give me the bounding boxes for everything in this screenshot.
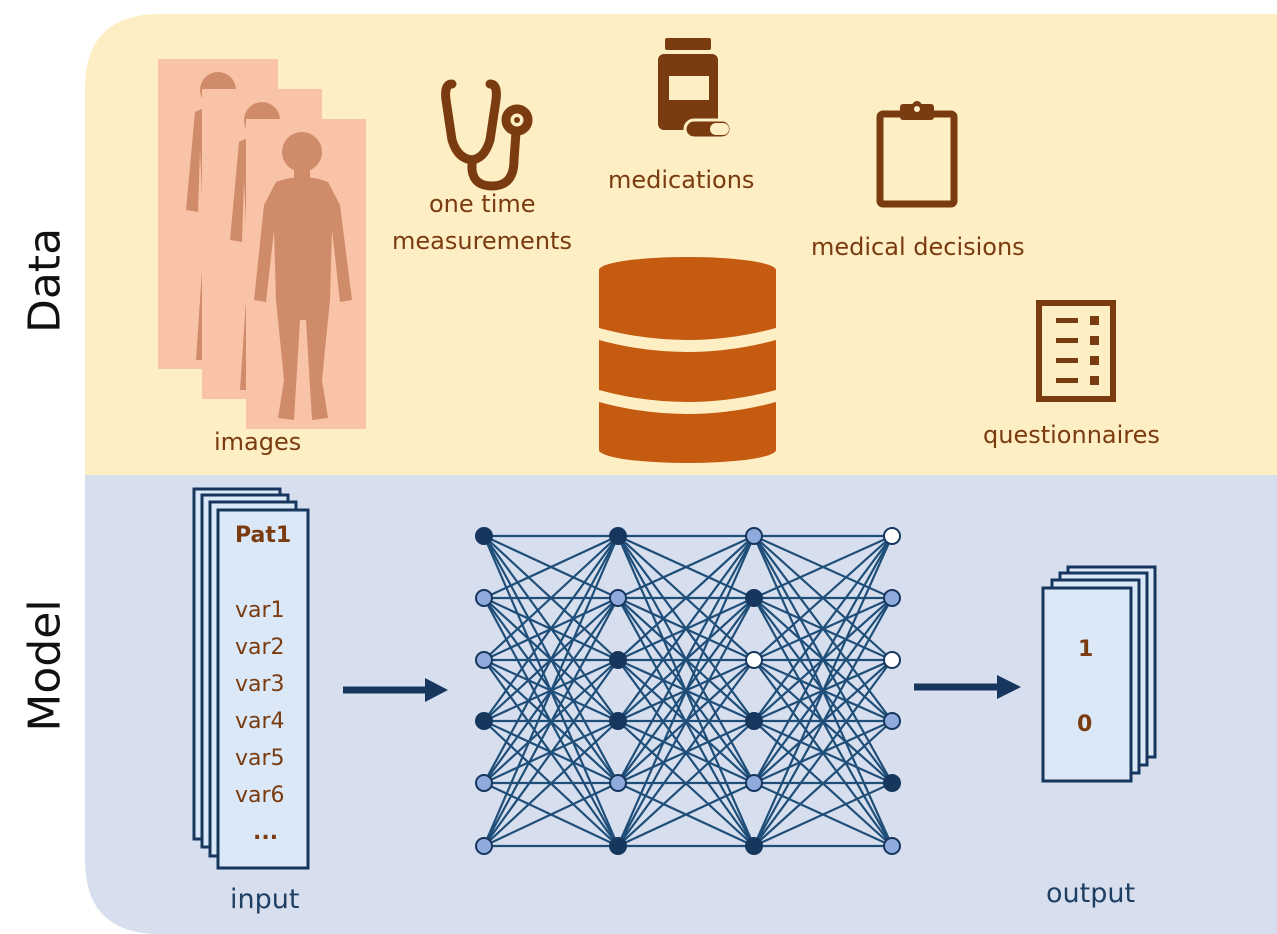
network-node bbox=[745, 712, 763, 730]
network-edge bbox=[482, 535, 620, 847]
network-edge bbox=[617, 782, 755, 847]
network-edge bbox=[753, 535, 893, 661]
clipboard-icon bbox=[876, 101, 958, 208]
variable-item: var4 bbox=[235, 709, 285, 734]
network-node bbox=[475, 837, 493, 855]
network-node bbox=[475, 527, 493, 545]
network-edge bbox=[753, 659, 893, 847]
body-images-icon bbox=[158, 59, 366, 429]
network-node bbox=[745, 527, 763, 545]
network-edge bbox=[483, 597, 619, 847]
output-arrow-icon bbox=[914, 675, 1021, 699]
network-edge bbox=[483, 782, 619, 847]
stethoscope-icon bbox=[441, 79, 533, 191]
network-edge bbox=[616, 535, 756, 847]
variable-item: var6 bbox=[235, 783, 285, 808]
input-label: input bbox=[230, 884, 300, 915]
questionnaire-icon bbox=[1036, 300, 1116, 402]
network-edge bbox=[753, 720, 893, 847]
one-time-label: one time bbox=[429, 190, 536, 218]
network-edge bbox=[617, 597, 755, 847]
network-node bbox=[883, 774, 901, 792]
network-edge bbox=[753, 597, 893, 847]
variable-item-more: ... bbox=[253, 820, 279, 845]
network-nodes bbox=[475, 527, 901, 855]
network-node bbox=[609, 527, 627, 545]
network-edge bbox=[753, 535, 893, 722]
variable-item: var3 bbox=[235, 672, 285, 697]
network-node bbox=[609, 651, 627, 669]
data-section-title: Data bbox=[19, 227, 71, 334]
data-panel bbox=[85, 14, 1277, 475]
variable-list: var1 var2 var3 var4 var5 var6 ... bbox=[235, 598, 285, 857]
network-node bbox=[745, 774, 763, 792]
network-edge bbox=[753, 535, 893, 784]
network-node bbox=[883, 837, 901, 855]
network-node bbox=[475, 774, 493, 792]
network-edge bbox=[483, 535, 619, 661]
network-edge bbox=[753, 781, 893, 848]
network-node bbox=[883, 527, 901, 545]
output-label: output bbox=[1046, 878, 1136, 909]
network-edge bbox=[617, 535, 755, 661]
network-node bbox=[475, 651, 493, 669]
measurements-label: measurements bbox=[392, 227, 572, 255]
model-section-title: Model bbox=[19, 599, 71, 732]
output-value-1: 1 bbox=[1078, 637, 1094, 662]
network-edge bbox=[483, 659, 619, 847]
network-node bbox=[609, 837, 627, 855]
network-edge bbox=[617, 535, 755, 722]
network-edge bbox=[483, 535, 619, 599]
network-node bbox=[883, 651, 901, 669]
network-node bbox=[883, 712, 901, 730]
patient-label: Pat1 bbox=[235, 523, 292, 548]
questionnaires-label: questionnaires bbox=[983, 421, 1160, 449]
input-arrow-icon bbox=[343, 678, 448, 702]
variable-item: var2 bbox=[235, 635, 285, 660]
network-node bbox=[745, 651, 763, 669]
network-edge bbox=[753, 534, 893, 600]
network-edge bbox=[483, 720, 619, 847]
network-node bbox=[745, 837, 763, 855]
network-edge bbox=[752, 535, 894, 847]
database-icon bbox=[599, 257, 776, 463]
medications-label: medications bbox=[608, 166, 755, 194]
network-edge bbox=[483, 535, 619, 722]
output-value-2: 0 bbox=[1077, 712, 1093, 737]
network-node bbox=[745, 589, 763, 607]
images-label: images bbox=[214, 428, 302, 456]
network-node bbox=[609, 589, 627, 607]
variable-item: var1 bbox=[235, 598, 285, 623]
network-edge bbox=[617, 720, 755, 847]
network-edge bbox=[617, 659, 755, 847]
medical-decisions-label: medical decisions bbox=[811, 233, 1025, 261]
input-sheets bbox=[192, 487, 310, 870]
network-node bbox=[883, 589, 901, 607]
network-node bbox=[609, 774, 627, 792]
network-node bbox=[475, 712, 493, 730]
network-edge bbox=[617, 534, 755, 600]
network-node bbox=[609, 712, 627, 730]
output-sheets bbox=[1041, 565, 1157, 783]
variable-item: var5 bbox=[235, 746, 285, 771]
network-edges bbox=[482, 534, 894, 848]
network-edge bbox=[483, 535, 619, 784]
network-edge bbox=[617, 535, 755, 784]
network-node bbox=[475, 589, 493, 607]
medication-bottle-icon bbox=[658, 38, 733, 140]
